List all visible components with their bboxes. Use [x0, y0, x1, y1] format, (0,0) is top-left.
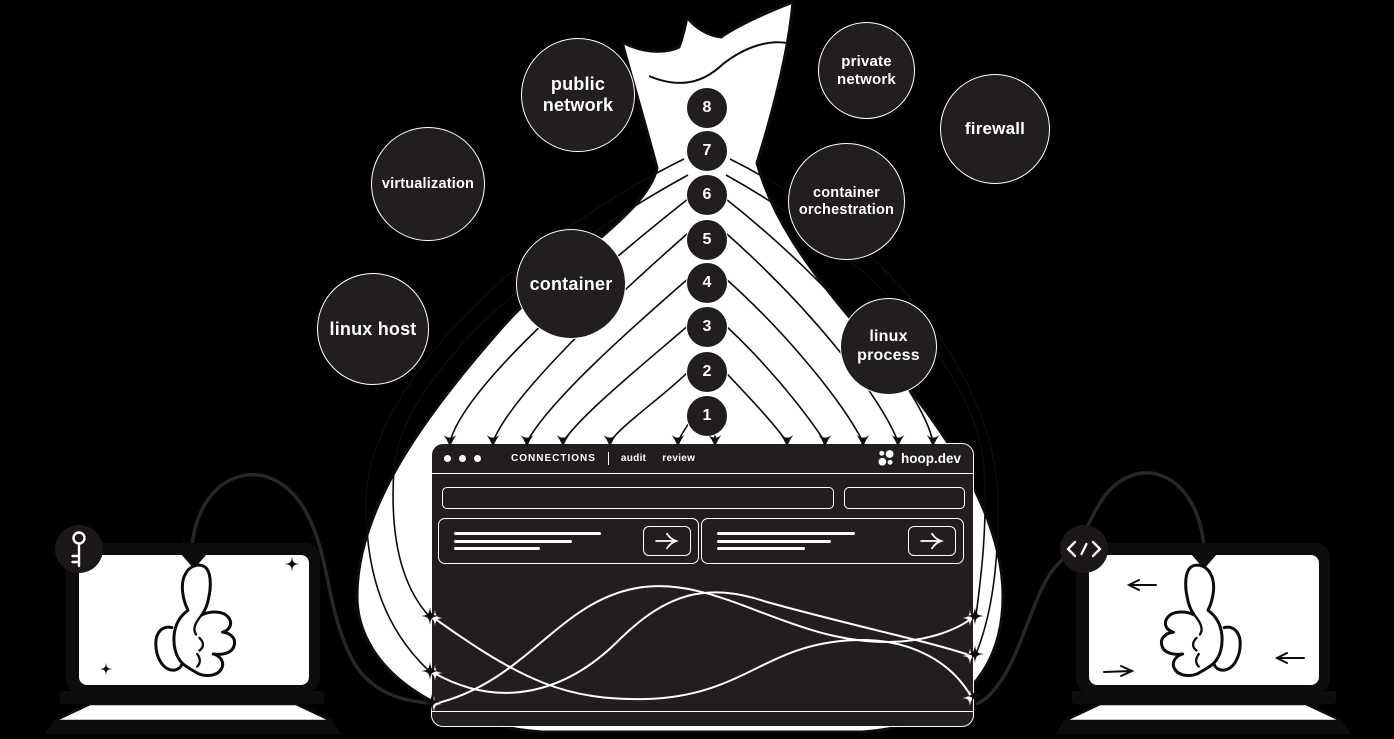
- brand-lockup: hoop.dev: [878, 450, 961, 467]
- skeleton-line: [717, 532, 855, 535]
- url-bar[interactable]: [442, 487, 834, 509]
- layer-number-3: 3: [686, 306, 728, 348]
- laptop-right: [1055, 525, 1351, 734]
- label-container: container: [516, 229, 626, 339]
- thumbs-up-icon: [154, 563, 237, 677]
- label-linux-host: linux host: [317, 273, 429, 385]
- layer-number-5: 5: [686, 219, 728, 261]
- layer-number-2: 2: [686, 351, 728, 393]
- hoop-logo-icon: [878, 450, 894, 466]
- layer-number-7: 7: [686, 130, 728, 172]
- label-firewall: firewall: [940, 74, 1050, 184]
- skeleton-line: [454, 532, 601, 535]
- label-public-network: public network: [521, 38, 635, 152]
- layer-number-8: 8: [686, 87, 728, 129]
- connections-window: CONNECTIONS audit review hoop.dev: [431, 443, 974, 727]
- window-control-dot[interactable]: [474, 455, 481, 462]
- brand-name: hoop.dev: [901, 451, 961, 466]
- window-header: CONNECTIONS audit review hoop.dev: [432, 444, 973, 474]
- code-icon: [1066, 540, 1102, 558]
- screen-notch: [1191, 554, 1217, 569]
- nav-item-audit[interactable]: audit: [620, 453, 647, 464]
- layer-number-1: 1: [686, 395, 728, 437]
- arrow-right-icon: [655, 532, 679, 550]
- skeleton-line: [454, 547, 540, 550]
- key-icon: [71, 531, 86, 568]
- screen-notch: [181, 554, 207, 569]
- window-control-dot[interactable]: [444, 455, 451, 462]
- code-badge: [1060, 525, 1108, 573]
- toolbar-field[interactable]: [844, 487, 965, 509]
- layer-number-6: 6: [686, 174, 728, 216]
- label-private-network: private network: [818, 22, 915, 119]
- arrow-right-icon: [920, 532, 944, 550]
- connection-card-right: [701, 518, 964, 564]
- cable-left: [190, 472, 432, 705]
- submit-arrow-button[interactable]: [908, 526, 956, 556]
- thumbs-up-icon: [1159, 563, 1242, 677]
- cable-right: [975, 471, 1206, 706]
- window-control-dot[interactable]: [459, 455, 466, 462]
- nav-item-review[interactable]: review: [662, 453, 696, 464]
- key-badge: [55, 525, 103, 573]
- window-footer-divider: [432, 711, 973, 712]
- label-virtualization: virtualization: [371, 127, 485, 241]
- nav-divider: [607, 452, 609, 465]
- layer-number-4: 4: [686, 262, 728, 304]
- wave-sparkle-icons: [432, 610, 972, 712]
- laptop-left: [45, 525, 341, 734]
- skeleton-line: [454, 539, 572, 543]
- label-linux-process: linux process: [840, 298, 937, 395]
- nav-title-connections[interactable]: CONNECTIONS: [511, 453, 596, 464]
- skeleton-line: [717, 539, 831, 543]
- sparkle-icons: [99, 537, 300, 676]
- label-container-orchestration: container orchestration: [788, 143, 905, 260]
- skeleton-line: [717, 547, 805, 550]
- connection-card-left: [438, 518, 699, 564]
- arrow-doodle-icons: [1103, 579, 1305, 677]
- submit-arrow-button[interactable]: [643, 526, 691, 556]
